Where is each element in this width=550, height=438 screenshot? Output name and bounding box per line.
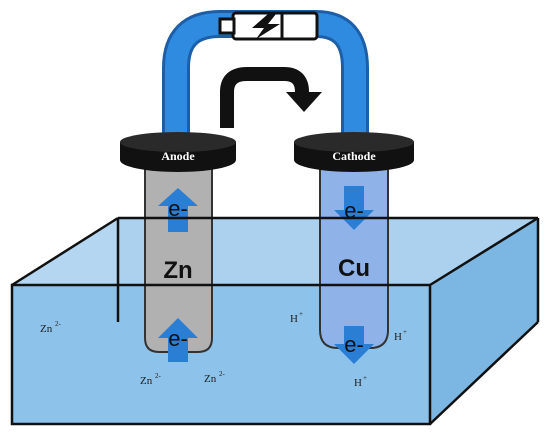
svg-text:H: H (290, 313, 298, 325)
svg-text:+: + (299, 310, 303, 318)
curved-arrow-head (286, 92, 322, 112)
ion-h-1: H + (290, 310, 303, 325)
ion-zn-3: Zn 2- (204, 370, 226, 385)
cathode-electrode: Cathode e- Cu e- (294, 132, 414, 364)
svg-text:+: + (403, 328, 407, 336)
anode-bottom-electron-label: e- (168, 326, 188, 351)
electrolyte-top-surface (12, 218, 538, 285)
battery-charging-icon (218, 11, 319, 41)
anode-electrode: Anode e- Zn e- (120, 132, 236, 362)
anode-element-label: Zn (163, 257, 192, 284)
svg-text:2-: 2- (55, 320, 62, 328)
svg-text:H: H (394, 331, 402, 343)
cathode-label: Cathode (332, 149, 376, 163)
svg-text:H: H (354, 377, 362, 389)
tank-outline (10, 216, 540, 426)
svg-text:Zn: Zn (140, 375, 153, 387)
svg-text:2-: 2- (219, 370, 226, 378)
ion-h-3: H + (354, 374, 367, 389)
svg-text:Zn: Zn (204, 373, 217, 385)
curved-arrow-icon (220, 67, 309, 128)
svg-text:2-: 2- (155, 372, 162, 380)
wire (162, 10, 369, 145)
anode-electron-arrow-up (158, 188, 198, 232)
ion-zn-2: Zn 2- (140, 372, 162, 387)
anode-label: Anode (161, 149, 195, 163)
anode-electron-label: e- (168, 196, 188, 221)
ion-zn-1: Zn 2- (40, 320, 62, 335)
anode-bottom-electron-arrow-up (158, 318, 198, 362)
cathode-electron-bottom-label: e- (344, 332, 364, 357)
ion-h-2: H + (394, 328, 407, 343)
svg-text:Zn: Zn (40, 323, 53, 335)
svg-text:+: + (363, 374, 367, 382)
cathode-bottom-electron-arrow-down (334, 326, 374, 364)
wire-highlight (165, 13, 366, 145)
electrolyte-tank (12, 218, 538, 424)
cathode-element-label: Cu (338, 255, 370, 282)
